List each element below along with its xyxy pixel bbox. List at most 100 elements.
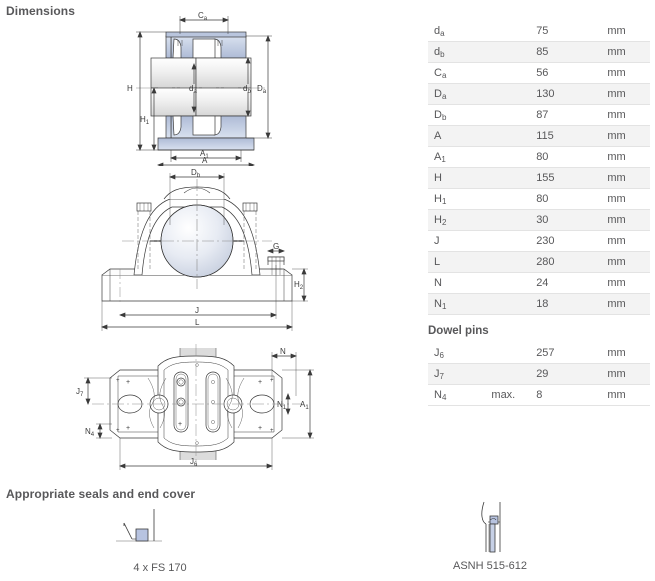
svg-text:+: + xyxy=(116,428,120,434)
section-title-seals-and-end-cover: Appropriate seals and end cover xyxy=(6,487,196,501)
svg-text:+: + xyxy=(270,428,274,434)
dimension-unit: mm xyxy=(603,293,650,315)
dimension-unit: mm xyxy=(603,384,650,406)
dimension-qualifier xyxy=(491,293,537,315)
dimension-qualifier xyxy=(491,230,537,252)
dimension-unit: mm xyxy=(603,188,650,210)
dimension-value: 24 xyxy=(536,272,604,294)
dimension-symbol: H2 xyxy=(428,209,492,231)
dimension-value: 280 xyxy=(536,251,604,273)
dimension-qualifier xyxy=(491,125,537,147)
dimension-qualifier xyxy=(491,41,537,63)
dimension-value: 230 xyxy=(536,230,604,252)
svg-text:db: db xyxy=(243,84,251,95)
dimension-value: 80 xyxy=(536,146,604,168)
svg-text:Da: Da xyxy=(257,84,267,95)
svg-text:+: + xyxy=(270,378,274,384)
dimension-value: 130 xyxy=(536,83,604,105)
svg-text:A1: A1 xyxy=(200,149,209,160)
svg-text:H: H xyxy=(127,84,133,93)
svg-text:+: + xyxy=(258,425,262,432)
svg-text:J: J xyxy=(195,306,199,315)
svg-text:J6: J6 xyxy=(190,457,198,468)
table-subsection-heading: Dowel pins xyxy=(428,314,650,343)
dimension-value: 29 xyxy=(536,363,604,385)
svg-text:+: + xyxy=(258,379,262,386)
dimension-unit: mm xyxy=(603,62,650,84)
dimension-unit: mm xyxy=(603,146,650,168)
dimension-symbol: N1 xyxy=(428,293,492,315)
dimension-symbol: J6 xyxy=(428,343,492,364)
dimension-value: 257 xyxy=(536,343,604,364)
drawing-seal-fs170 xyxy=(116,509,162,542)
dimension-unit: mm xyxy=(603,343,650,364)
dimension-symbol: J7 xyxy=(428,363,492,385)
dimension-qualifier xyxy=(491,272,537,294)
dimension-symbol: L xyxy=(428,251,492,273)
drawing-end-cover-asnh xyxy=(481,501,501,553)
dimension-unit: mm xyxy=(603,41,650,63)
dimension-symbol: Ca xyxy=(428,62,492,84)
dimension-symbol: db xyxy=(428,41,492,63)
dimension-qualifier xyxy=(491,167,537,189)
svg-text:G: G xyxy=(273,242,279,251)
svg-text:N1: N1 xyxy=(277,400,287,411)
dimension-qualifier: max. xyxy=(491,384,537,406)
page-title-dimensions: Dimensions xyxy=(6,4,76,18)
dimension-unit: mm xyxy=(603,167,650,189)
dimension-unit: mm xyxy=(603,251,650,273)
dimension-symbol: da xyxy=(428,21,492,42)
dimension-symbol: Db xyxy=(428,104,492,126)
svg-text:N: N xyxy=(280,347,286,356)
svg-text:Db: Db xyxy=(191,168,201,179)
dimension-qualifier xyxy=(491,343,537,364)
dimension-value: 85 xyxy=(536,41,604,63)
dimension-symbol: Da xyxy=(428,83,492,105)
dimension-unit: mm xyxy=(603,363,650,385)
dimension-qualifier xyxy=(491,209,537,231)
dimension-value: 75 xyxy=(536,21,604,42)
dimension-value: 80 xyxy=(536,188,604,210)
drawing-pillow-block-plan: + + + + + + + + + xyxy=(76,344,314,470)
svg-text:L: L xyxy=(195,318,200,327)
dimension-value: 30 xyxy=(536,209,604,231)
dimension-value: 56 xyxy=(536,62,604,84)
svg-text:da: da xyxy=(189,84,197,95)
dimension-value: 115 xyxy=(536,125,604,147)
dimension-unit: mm xyxy=(603,272,650,294)
table-subsection-heading-row: Dowel pins xyxy=(428,314,650,343)
drawing-bearing-cross-section: Ca H H1 da db xyxy=(127,11,272,166)
dimension-qualifier xyxy=(491,251,537,273)
dimension-unit: mm xyxy=(603,21,650,42)
svg-text:A: A xyxy=(202,156,208,165)
drawing-pillow-block-front: Db G H2 J L xyxy=(101,168,308,331)
svg-text:+: + xyxy=(116,378,120,384)
svg-text:+: + xyxy=(178,421,182,428)
dimension-symbol: J xyxy=(428,230,492,252)
dimension-qualifier xyxy=(491,146,537,168)
dimension-value: 8 xyxy=(536,384,604,406)
svg-text:Ca: Ca xyxy=(198,11,208,22)
dimension-qualifier xyxy=(491,83,537,105)
dimension-symbol: A1 xyxy=(428,146,492,168)
dimension-qualifier xyxy=(491,188,537,210)
dimension-qualifier xyxy=(491,21,537,42)
dimension-qualifier xyxy=(491,62,537,84)
